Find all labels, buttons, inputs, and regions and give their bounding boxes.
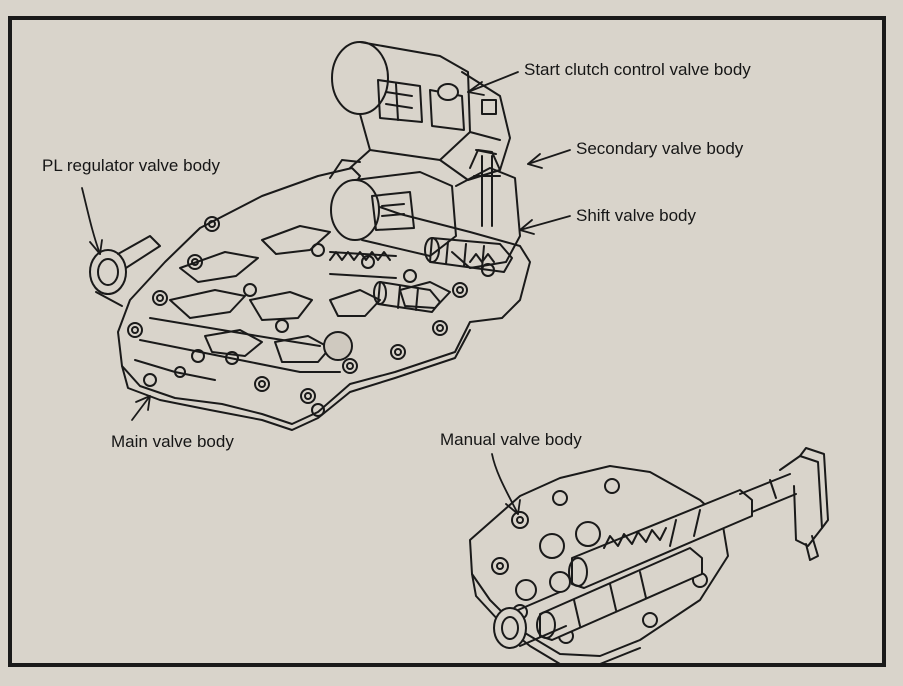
main-valve-body-drawing xyxy=(89,167,531,431)
shift-valve-drawing xyxy=(329,149,521,313)
manual-valve-drawing xyxy=(469,447,829,665)
label-pl-regulator-valve-body: PL regulator valve body xyxy=(42,156,220,175)
label-main-valve-body: Main valve body xyxy=(111,432,234,451)
label-manual-valve-body: Manual valve body xyxy=(440,430,582,449)
leader-lines xyxy=(81,71,571,515)
label-shift-valve-body: Shift valve body xyxy=(576,206,697,225)
figure-frame xyxy=(8,16,886,667)
label-start-clutch-control-valve-body: Start clutch control valve body xyxy=(524,60,751,79)
label-secondary-valve-body: Secondary valve body xyxy=(576,139,744,158)
start-clutch-valve-drawing xyxy=(329,41,511,181)
